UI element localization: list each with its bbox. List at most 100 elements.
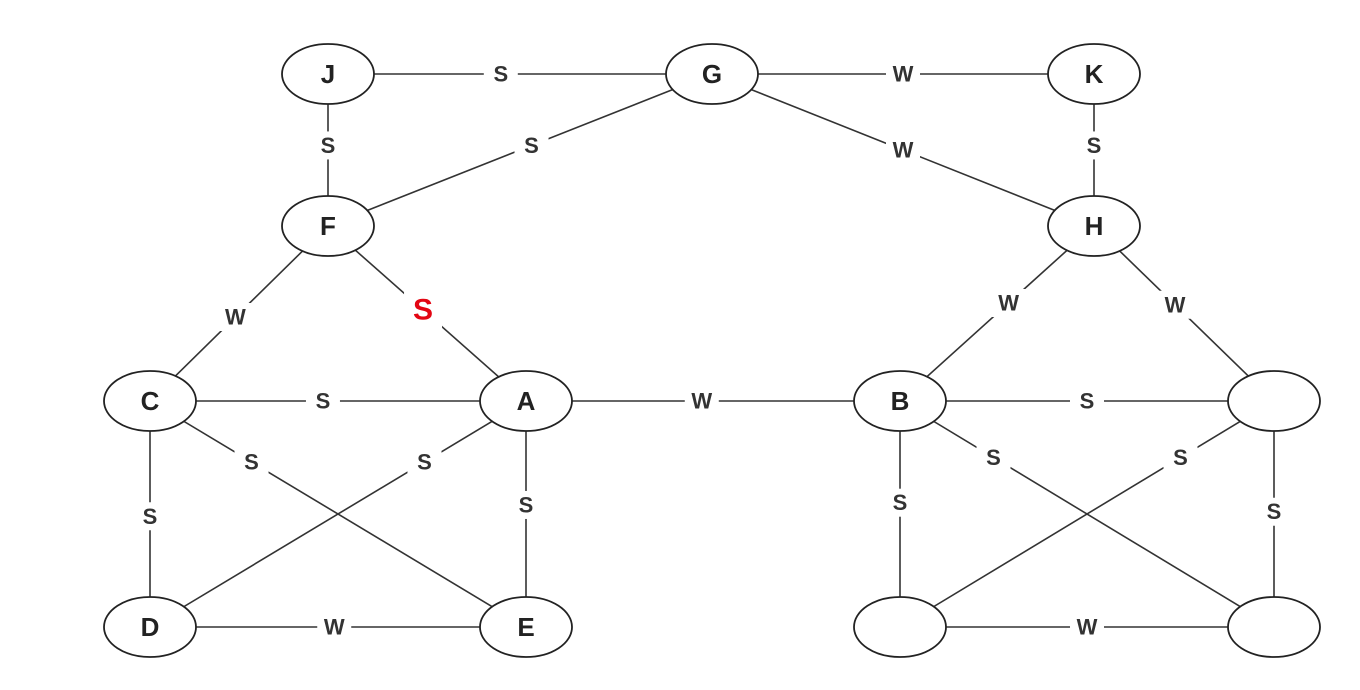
edge-label-background <box>1070 613 1104 641</box>
edge-label: W <box>691 389 712 414</box>
edge-label: S <box>417 450 432 475</box>
node-label: A <box>517 386 536 416</box>
node-r1 <box>1227 370 1321 432</box>
edges-layer: S W S S W S W S W W S W S S S S S W S S S S W <box>133 60 1291 641</box>
edge-label: W <box>324 615 345 640</box>
node-b: B <box>853 370 947 432</box>
edge-j-f: S <box>311 74 345 226</box>
edge-label-background <box>514 131 549 160</box>
node-circle <box>853 596 947 658</box>
node-label: G <box>702 59 722 89</box>
node-circle <box>853 370 947 432</box>
edge-f-c: W <box>149 225 329 402</box>
node-circle <box>1047 195 1141 257</box>
edge-f-a: S <box>327 225 527 402</box>
node-circle <box>1227 596 1321 658</box>
node-circle <box>103 370 197 432</box>
node-r3 <box>1227 596 1321 658</box>
edge-a-b: W <box>526 387 900 415</box>
edge-label-background <box>1077 131 1111 160</box>
node-circle <box>281 195 375 257</box>
edge-h-r1: W <box>1093 225 1275 402</box>
node-circle <box>479 370 573 432</box>
edge-a-e: S <box>509 401 543 627</box>
edge-label: S <box>244 450 259 475</box>
edge-label-background <box>305 387 340 415</box>
node-j: J <box>281 43 375 105</box>
node-h: H <box>1047 195 1141 257</box>
node-label: H <box>1085 211 1104 241</box>
node-label: E <box>517 612 534 642</box>
edge-label-background <box>886 136 920 164</box>
edge-label-background <box>883 488 917 517</box>
node-circle <box>281 43 375 105</box>
edge-label: S <box>986 445 1001 470</box>
edge-label: S <box>321 133 336 158</box>
edge-label-background <box>404 290 443 330</box>
edge-label-background <box>483 60 518 88</box>
node-label: F <box>320 211 336 241</box>
edge-label-background <box>1163 443 1198 472</box>
edge-label-background <box>1070 387 1104 415</box>
edge-label: W <box>998 291 1019 316</box>
node-a: A <box>479 370 573 432</box>
edge-label: S <box>1267 499 1282 524</box>
edge-c-a: S <box>150 387 526 415</box>
edge-label: S <box>316 389 331 414</box>
edge-label: S <box>524 133 539 158</box>
edge-label-background <box>509 490 543 519</box>
edge-label-background <box>684 387 719 415</box>
edge-label-background <box>317 613 352 641</box>
edge-b-r1: S <box>900 387 1274 415</box>
edge-label: W <box>893 62 914 87</box>
edge-d-e: W <box>150 613 526 641</box>
edge-label: S <box>493 62 508 87</box>
edge-label: S <box>1087 133 1102 158</box>
edge-label-background <box>886 60 920 88</box>
edge-r1-r2: S <box>899 400 1275 628</box>
edge-r2-r3: W <box>900 613 1274 641</box>
node-f: F <box>281 195 375 257</box>
edge-line <box>149 400 527 628</box>
edge-label: W <box>893 138 914 163</box>
node-e: E <box>479 596 573 658</box>
node-d: D <box>103 596 197 658</box>
node-c: C <box>103 370 197 432</box>
node-label: J <box>321 59 335 89</box>
edge-g-h: W <box>711 73 1095 227</box>
edge-label: S <box>1080 389 1095 414</box>
edge-h-b: W <box>899 225 1095 402</box>
edge-label-background <box>311 131 345 160</box>
node-label: D <box>141 612 160 642</box>
edge-label: S <box>143 504 158 529</box>
nodes-layer: J G K F H C A B D E <box>103 43 1321 658</box>
edge-j-g: S <box>328 60 712 88</box>
node-circle <box>1047 43 1141 105</box>
node-label: B <box>891 386 910 416</box>
edge-a-d: S <box>149 400 527 628</box>
highlighted-edge-label: S <box>413 294 433 327</box>
edge-label: W <box>1165 292 1186 317</box>
edge-label-background <box>133 502 167 531</box>
node-label: C <box>141 386 160 416</box>
edge-g-k: W <box>712 60 1094 88</box>
node-r2 <box>853 596 947 658</box>
node-g: G <box>665 43 759 105</box>
edge-label-background <box>234 448 269 477</box>
edge-label-background <box>1158 290 1192 319</box>
edge-label: W <box>1077 615 1098 640</box>
edge-label-background <box>1257 497 1291 526</box>
edge-label: S <box>1173 445 1188 470</box>
edge-label-background <box>976 443 1011 472</box>
node-k: K <box>1047 43 1141 105</box>
node-label: K <box>1085 59 1104 89</box>
edge-c-d: S <box>133 401 167 627</box>
edge-label: W <box>225 305 246 330</box>
node-circle <box>479 596 573 658</box>
edge-label: S <box>893 490 908 515</box>
node-circle <box>665 43 759 105</box>
edge-g-f: S <box>327 73 713 227</box>
edge-line <box>899 400 1275 628</box>
edge-label-background <box>991 289 1026 317</box>
